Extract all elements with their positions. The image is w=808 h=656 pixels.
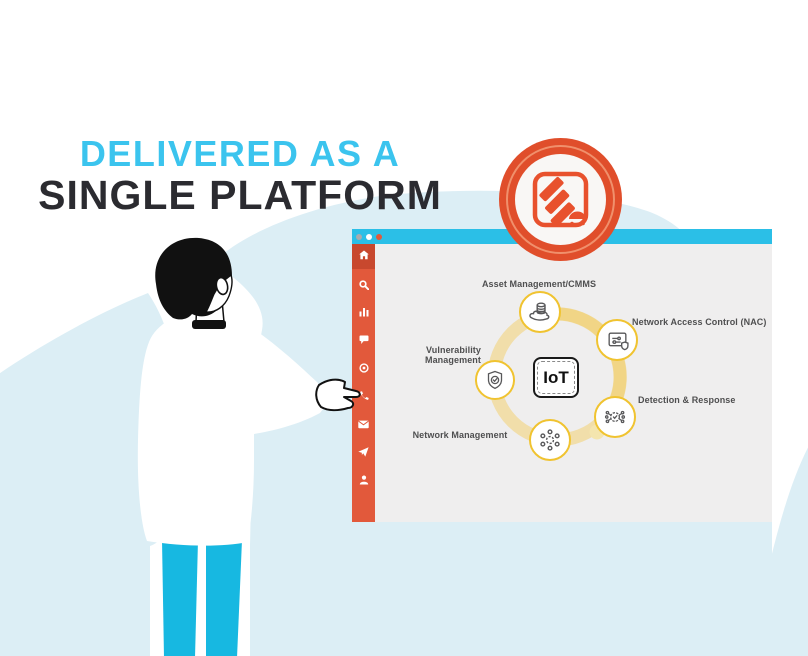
label-network-management: Network Management (412, 430, 508, 440)
headline: DELIVERED AS A SINGLE PLATFORM (28, 136, 452, 216)
platform-logo-icon (499, 138, 622, 261)
node-vulnerability-management (475, 360, 515, 400)
shield-check-icon (487, 370, 503, 390)
user-icon[interactable] (352, 473, 375, 487)
app-sidebar (352, 244, 375, 522)
dashboard-content: IoT Asset Management/CMMS Network Access… (375, 244, 772, 522)
window-dot-minimize[interactable] (356, 234, 362, 240)
network-nodes-icon (540, 429, 560, 451)
database-platform-icon (529, 302, 550, 321)
label-detection-response: Detection & Response (638, 395, 736, 405)
label-vulnerability-management: Vulnerability Management (424, 345, 481, 366)
badge-check-nodes-icon (604, 410, 626, 424)
send-icon[interactable] (352, 445, 375, 459)
iot-dashed-border (537, 361, 575, 394)
window-dot-close[interactable] (376, 234, 382, 240)
home-icon[interactable] (352, 248, 375, 262)
iot-center-box: IoT (533, 357, 579, 398)
badge-dome-icon (569, 211, 586, 227)
node-network-access-control (596, 319, 638, 361)
label-network-access-control: Network Access Control (NAC) (632, 317, 767, 327)
window-dot-maximize[interactable] (366, 234, 372, 240)
platform-badge (497, 136, 624, 263)
app-window: IoT Asset Management/CMMS Network Access… (352, 229, 772, 522)
node-detection-response (594, 396, 636, 438)
bar-chart-icon[interactable] (352, 305, 375, 319)
access-panel-shield-icon (607, 332, 629, 350)
label-asset-management: Asset Management/CMMS (481, 279, 597, 289)
headline-line2: SINGLE PLATFORM (38, 172, 442, 218)
search-icon[interactable] (352, 278, 375, 292)
chat-icon[interactable] (352, 333, 375, 347)
node-network-management (529, 419, 571, 461)
target-icon[interactable] (352, 361, 375, 375)
sidebar-active-item (352, 244, 375, 269)
iot-label: IoT (543, 367, 569, 387)
mail-icon[interactable] (352, 417, 375, 431)
headline-line1: DELIVERED AS A (79, 133, 401, 174)
node-asset-management (519, 291, 561, 333)
phone-icon[interactable] (352, 389, 375, 403)
